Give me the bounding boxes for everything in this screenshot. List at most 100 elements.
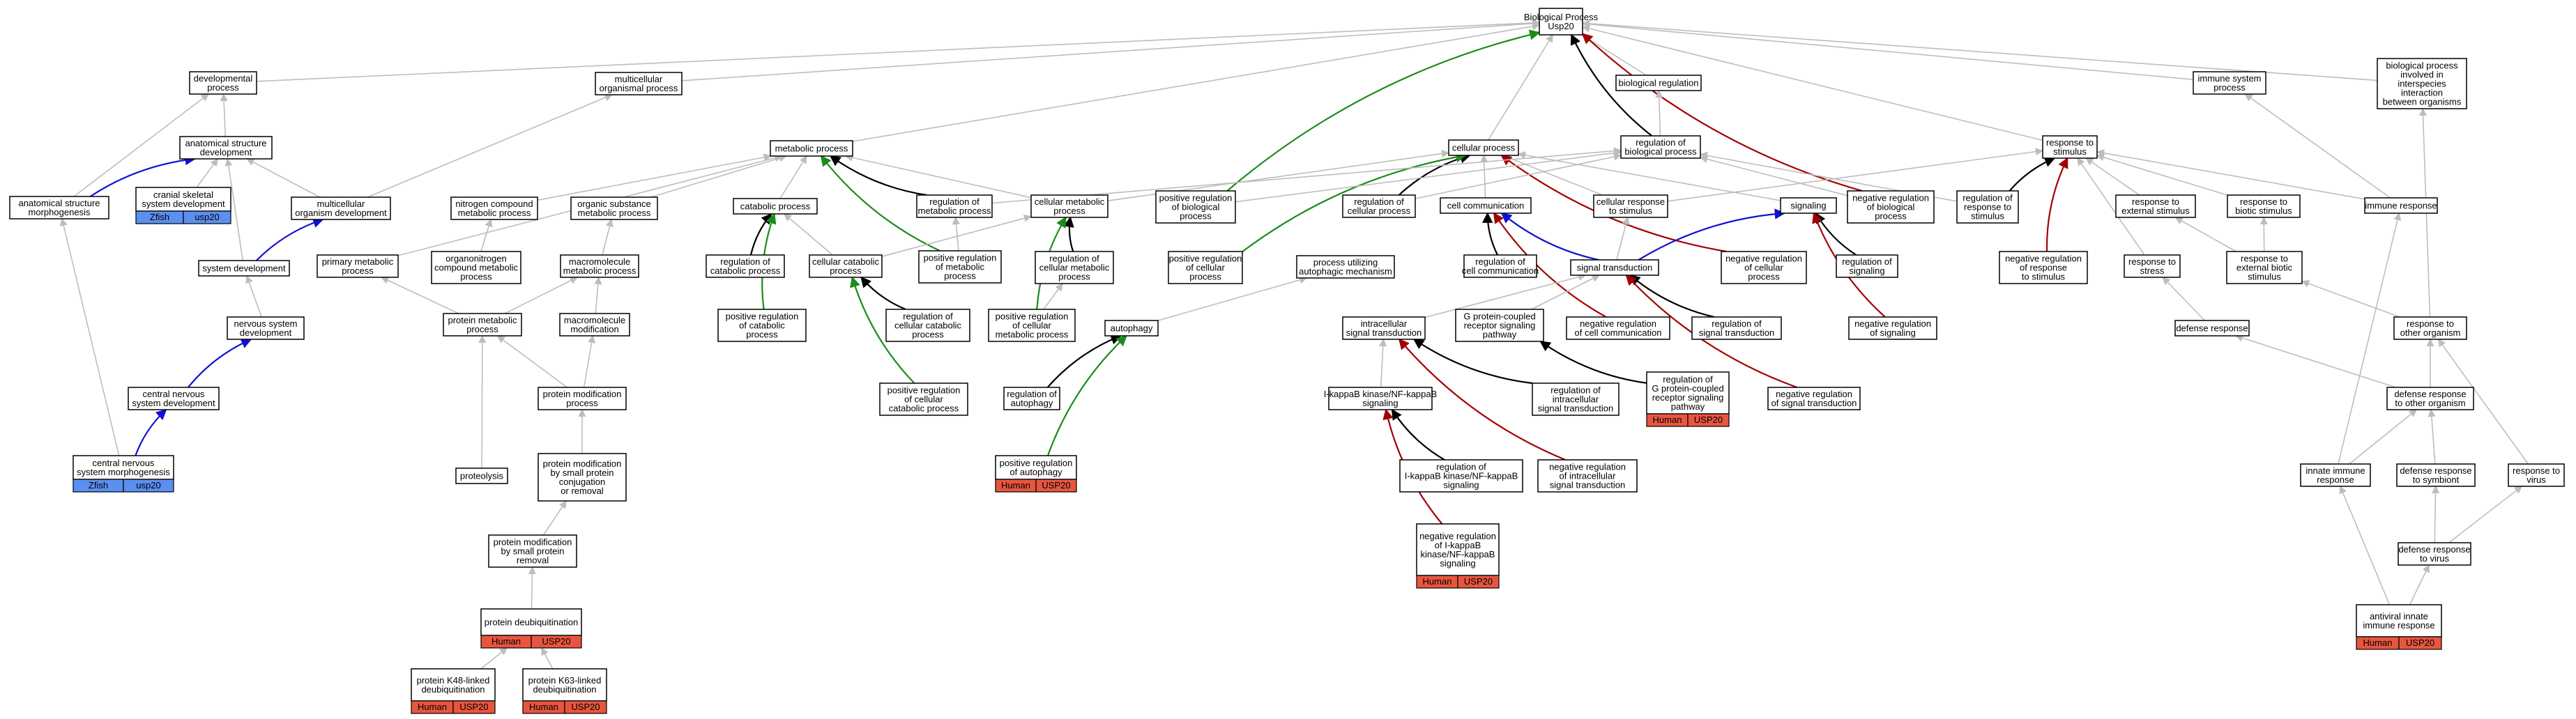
go-term-node-cellp[interactable]: cellular process <box>1448 139 1519 156</box>
node-label-line: to stimulus <box>2022 272 2066 282</box>
edge-rst-st <box>1629 275 1715 318</box>
go-term-node-breg[interactable]: biological regulation <box>1615 75 1702 91</box>
node-label-line: system morphogenesis <box>77 467 170 477</box>
go-term-node-sig[interactable]: signaling <box>1780 197 1837 214</box>
go-term-node-imr[interactable]: immune response <box>2364 197 2438 214</box>
go-term-node-sysd[interactable]: system development <box>198 260 290 277</box>
go-term-node-catp[interactable]: catabolic process <box>733 198 818 215</box>
node-label-line: G protein-coupled <box>1652 383 1723 394</box>
node-label-line: metabolic process <box>775 144 848 154</box>
go-term-node-st[interactable]: signal transduction <box>1570 259 1659 276</box>
node-box <box>2227 194 2301 218</box>
node-label-line: development <box>200 147 252 157</box>
go-term-node-ccom[interactable]: cell communication <box>1440 197 1532 214</box>
node-label-line: organic substance <box>577 199 651 209</box>
annotation-gene-cell <box>183 210 231 224</box>
edge-st-crs <box>1616 216 1630 261</box>
go-term-node-autoph[interactable]: autophagy <box>1104 320 1159 337</box>
node-label-line: to other organism <box>2395 398 2465 408</box>
node-label-line: protein deubiquitination <box>485 617 578 628</box>
go-term-node-rikb[interactable]: regulation ofI-kappaB kinase/NF-kappaBsi… <box>1399 459 1523 493</box>
go-term-node-metp[interactable]: metabolic process <box>770 140 853 157</box>
node-box <box>1168 251 1243 284</box>
node-label-line: process <box>1058 272 1090 282</box>
go-term-node-defr[interactable]: defense response <box>2174 320 2250 337</box>
edge-cmp-cellp <box>1107 149 1450 201</box>
go-term-node-proteo[interactable]: proteolysis <box>455 467 508 484</box>
